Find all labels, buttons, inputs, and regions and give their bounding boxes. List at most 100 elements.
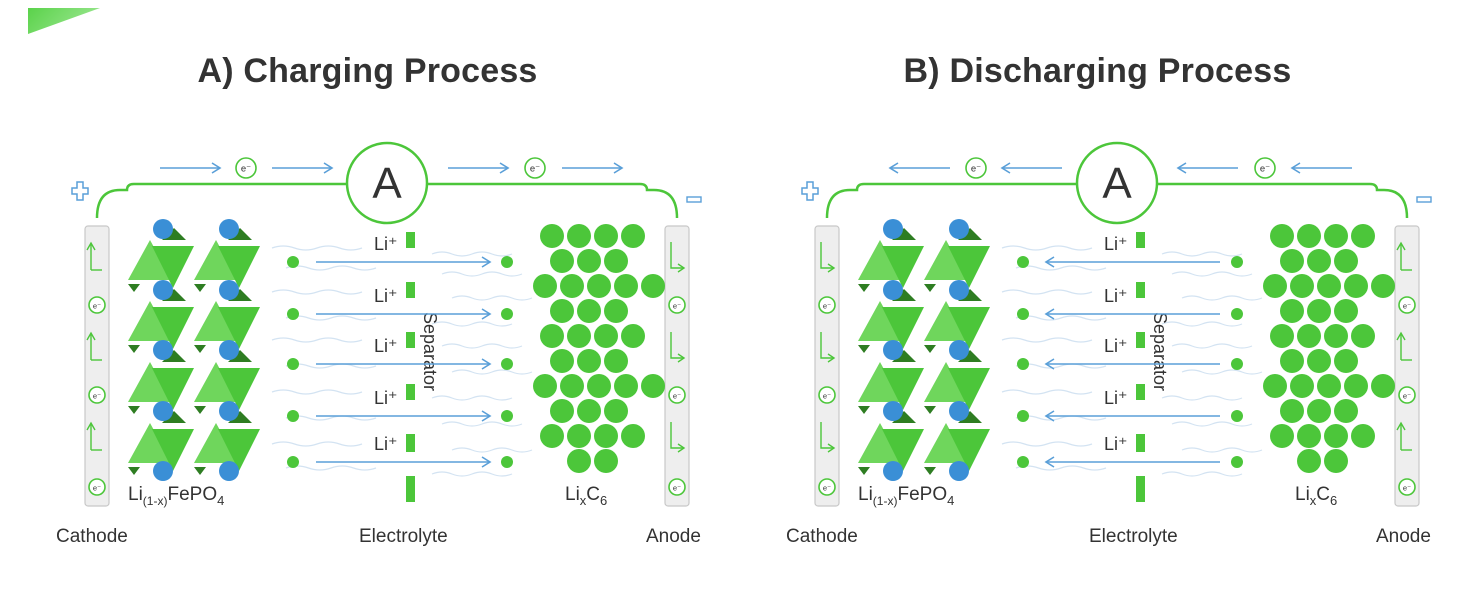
cathode-lattice xyxy=(858,219,990,481)
electron-badge-label: e⁻ xyxy=(673,484,681,493)
electrolyte-wave xyxy=(451,369,533,375)
ion-label: Li⁺ xyxy=(1104,336,1128,356)
panel-title: A) Charging Process xyxy=(197,52,538,90)
electron-badge-label: e⁻ xyxy=(241,164,251,175)
graphite-particle xyxy=(641,274,665,298)
electrolyte-wave xyxy=(441,343,523,349)
cathode-lattice xyxy=(128,219,260,481)
graphite-particle xyxy=(577,299,601,323)
separator-label: Separator xyxy=(420,312,440,391)
electron-badge: e⁻ xyxy=(818,296,836,314)
graphite-particle xyxy=(604,399,628,423)
lattice-triangle-dark xyxy=(958,350,982,362)
electron-badge: e⁻ xyxy=(88,478,106,496)
electrolyte-wave xyxy=(431,321,513,327)
electrolyte-wave xyxy=(271,245,363,251)
graphite-particle xyxy=(540,324,564,348)
electrolyte-wave xyxy=(285,415,377,421)
electron-badge: e⁻ xyxy=(965,157,987,179)
graphite-particle xyxy=(1297,424,1321,448)
graphite-particle xyxy=(614,374,638,398)
ion-label: Li⁺ xyxy=(374,336,398,356)
electrolyte-region xyxy=(1001,245,1263,477)
lattice-triangle xyxy=(218,246,260,288)
ion-flow-arrow-head xyxy=(1044,256,1055,268)
cathode-collector: e⁻e⁻e⁻ xyxy=(84,225,110,507)
lithium-ion-cathode xyxy=(883,401,903,421)
separator-segment xyxy=(1136,232,1145,248)
electrolyte-wave xyxy=(1171,271,1253,277)
lattice-triangle-dark xyxy=(858,467,870,475)
lithium-ion-cathode xyxy=(883,461,903,481)
graphite-particle xyxy=(1290,374,1314,398)
lithium-ion-cathode xyxy=(219,219,239,239)
migrating-ion-dot xyxy=(287,308,299,320)
electrolyte-wave xyxy=(1015,265,1107,271)
electrolyte-wave xyxy=(451,447,533,453)
electron-flow-arrow-head xyxy=(323,162,334,174)
anode-lattice xyxy=(1263,224,1395,473)
graphite-particle xyxy=(1371,274,1395,298)
electrolyte-wave xyxy=(1001,389,1093,395)
lithium-ion-cathode xyxy=(153,461,173,481)
ion-label: Li⁺ xyxy=(374,434,398,454)
electron-badge-label: e⁻ xyxy=(823,484,831,493)
lattice-triangle xyxy=(218,368,260,410)
ion-label: Li⁺ xyxy=(1104,286,1128,306)
electrolyte-wave xyxy=(1181,447,1263,453)
lattice-triangle-dark xyxy=(194,284,206,292)
lithium-ion-cathode xyxy=(949,401,969,421)
graphite-particle xyxy=(550,349,574,373)
lattice-triangle xyxy=(128,240,172,280)
lithium-ion-cathode xyxy=(153,340,173,360)
electron-flow-arrow-head xyxy=(1176,162,1187,174)
ion-flow-arrow-head xyxy=(481,410,492,422)
migrating-ion-dot xyxy=(1017,410,1029,422)
lattice-triangle xyxy=(218,307,260,349)
electrolyte-wave xyxy=(1001,245,1093,251)
positive-terminal-icon xyxy=(71,181,89,201)
migrating-ion-dot xyxy=(1231,256,1243,268)
graphite-particle xyxy=(1351,424,1375,448)
lattice-triangle-dark xyxy=(924,284,936,292)
electrolyte-wave xyxy=(285,465,377,471)
graphite-particle xyxy=(604,249,628,273)
electrolyte-wave xyxy=(285,315,377,321)
lattice-triangle-dark xyxy=(128,406,140,414)
ion-flow-arrow-head xyxy=(481,358,492,370)
lattice-triangle xyxy=(858,240,902,280)
lithium-ion-cathode xyxy=(153,219,173,239)
lattice-triangle-dark xyxy=(194,467,206,475)
graphite-particle xyxy=(594,424,618,448)
collector-flow-arrow xyxy=(820,242,833,269)
collector-flow-arrow xyxy=(670,242,683,269)
graphite-particle xyxy=(560,274,584,298)
electron-badge: e⁻ xyxy=(235,157,257,179)
separator-segment xyxy=(1136,282,1145,298)
lattice-triangle xyxy=(858,423,902,463)
cathode-collector: e⁻e⁻e⁻ xyxy=(814,225,840,507)
graphite-particle xyxy=(1317,374,1341,398)
electron-badge-label: e⁻ xyxy=(530,164,540,175)
anode-formula: LixC6 xyxy=(1295,484,1337,508)
electron-badge: e⁻ xyxy=(668,386,686,404)
separator-label: Separator xyxy=(1150,312,1170,391)
graphite-particle xyxy=(1307,249,1331,273)
lattice-triangle xyxy=(858,301,902,341)
graphite-particle xyxy=(587,374,611,398)
lithium-ion-cathode xyxy=(883,280,903,300)
ion-flow-arrow-head xyxy=(481,308,492,320)
electron-badge-label: e⁻ xyxy=(1403,392,1411,401)
electrolyte-wave xyxy=(1001,289,1093,295)
migrating-ion-dot xyxy=(1231,358,1243,370)
lattice-triangle xyxy=(194,301,238,341)
migrating-ion-dot xyxy=(501,358,513,370)
lattice-triangle xyxy=(882,246,924,288)
lattice-triangle-dark xyxy=(194,406,206,414)
separator-segment xyxy=(406,232,415,248)
migrating-ion-dot xyxy=(1017,358,1029,370)
lattice-triangle xyxy=(128,423,172,463)
lattice-triangle-dark xyxy=(858,284,870,292)
lattice-triangle xyxy=(924,423,968,463)
electrolyte-wave xyxy=(431,395,513,401)
